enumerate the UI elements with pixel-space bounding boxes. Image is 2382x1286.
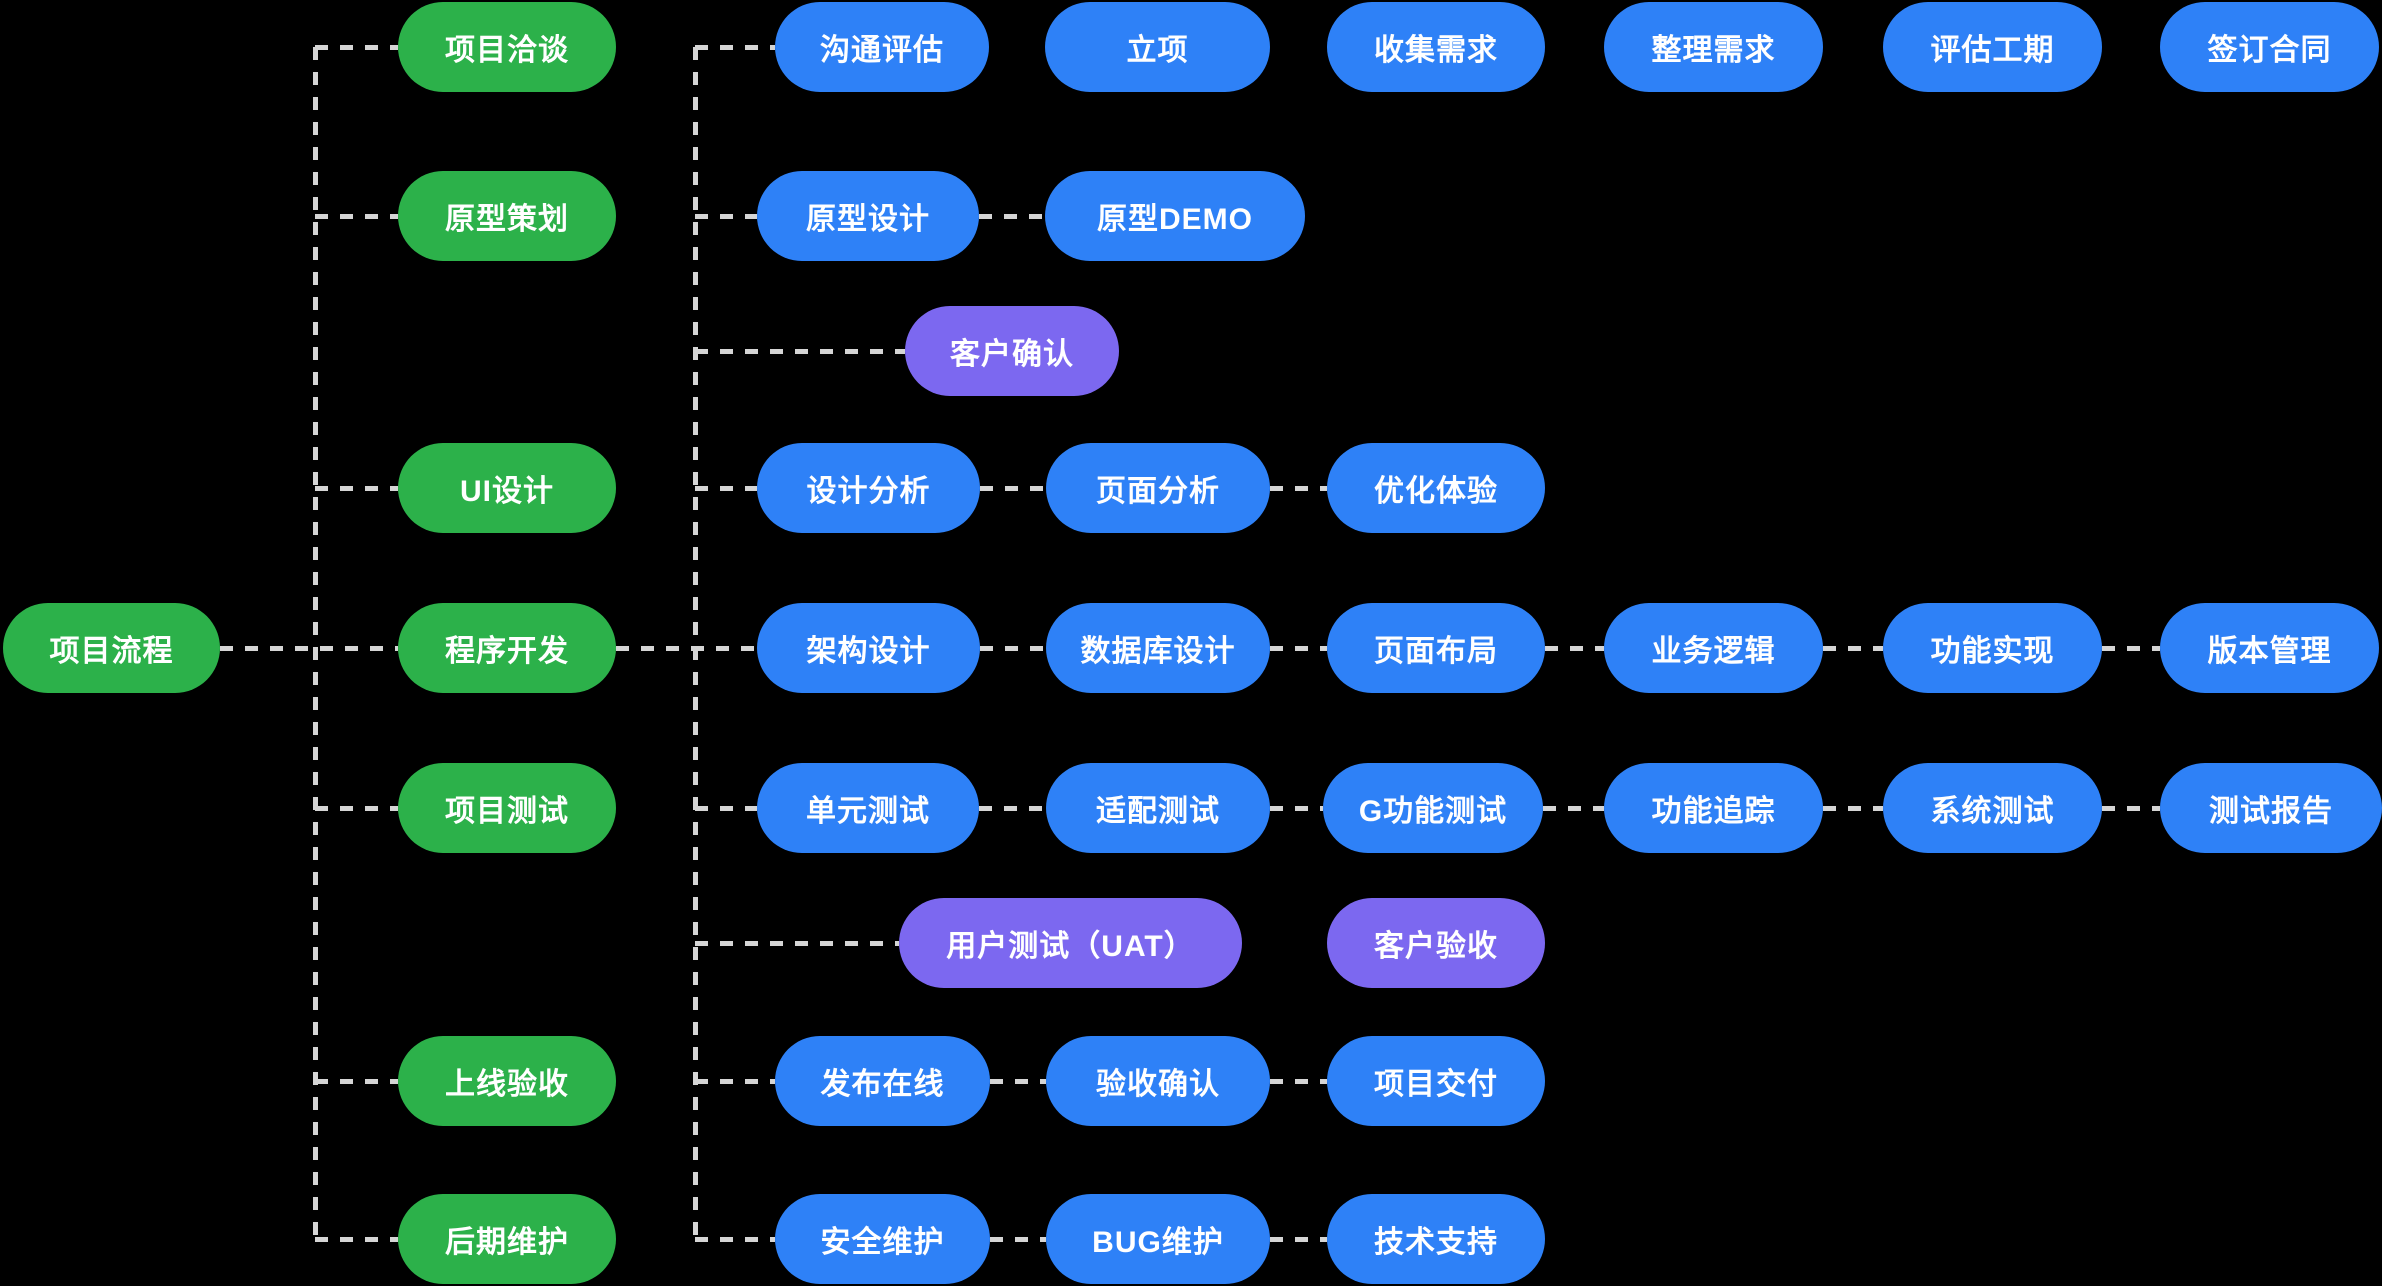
node-design-analysis[interactable]: 设计分析 (757, 443, 980, 533)
connector-line (220, 645, 398, 651)
node-page-layout[interactable]: 页面布局 (1327, 603, 1545, 693)
node-project-flow[interactable]: 项目流程 (3, 603, 220, 693)
connector-trunk-line (312, 47, 318, 1239)
connector-line (1270, 1236, 1327, 1242)
connector-line (1270, 1078, 1327, 1084)
connector-trunk-line (692, 47, 698, 1239)
connector-line (1270, 645, 1327, 651)
node-client-confirmation[interactable]: 客户确认 (905, 306, 1119, 396)
node-database-design[interactable]: 数据库设计 (1046, 603, 1270, 693)
node-bug-maintenance[interactable]: BUG维护 (1046, 1194, 1270, 1284)
connector-line (695, 1078, 775, 1084)
node-feature-tracking[interactable]: 功能追踪 (1604, 763, 1823, 853)
connector-line (695, 485, 757, 491)
connector-line (2102, 805, 2160, 811)
node-technical-support[interactable]: 技术支持 (1327, 1194, 1545, 1284)
connector-line (695, 44, 775, 50)
connector-line (1270, 805, 1323, 811)
connector-line (1823, 645, 1883, 651)
node-estimate-schedule[interactable]: 评估工期 (1883, 2, 2102, 92)
node-client-acceptance[interactable]: 客户验收 (1327, 898, 1545, 988)
connector-line (315, 1078, 398, 1084)
node-acceptance-confirmation[interactable]: 验收确认 (1046, 1036, 1270, 1126)
node-ui-design[interactable]: UI设计 (398, 443, 616, 533)
node-prototype-design[interactable]: 原型设计 (757, 171, 979, 261)
connector-line (1270, 485, 1327, 491)
connector-line (315, 213, 398, 219)
connector-line (315, 805, 398, 811)
connector-line (980, 485, 1046, 491)
node-user-testing-uat[interactable]: 用户测试（UAT） (899, 898, 1242, 988)
node-launch-acceptance[interactable]: 上线验收 (398, 1036, 616, 1126)
node-project-negotiation[interactable]: 项目洽谈 (398, 2, 616, 92)
connector-line (315, 485, 398, 491)
node-system-testing[interactable]: 系统测试 (1883, 763, 2102, 853)
node-prototype-demo[interactable]: 原型DEMO (1045, 171, 1305, 261)
node-architecture-design[interactable]: 架构设计 (757, 603, 980, 693)
connector-line (315, 44, 398, 50)
connector-line (315, 1236, 398, 1242)
node-version-control[interactable]: 版本管理 (2160, 603, 2379, 693)
connector-line (990, 1078, 1046, 1084)
node-collect-requirements[interactable]: 收集需求 (1327, 2, 1545, 92)
node-page-analysis[interactable]: 页面分析 (1046, 443, 1270, 533)
node-function-testing[interactable]: G功能测试 (1323, 763, 1543, 853)
node-organize-requirements[interactable]: 整理需求 (1604, 2, 1823, 92)
connector-line (979, 805, 1046, 811)
node-sign-contract[interactable]: 签订合同 (2160, 2, 2379, 92)
connector-line (980, 645, 1046, 651)
node-project-initiation[interactable]: 立项 (1045, 2, 1270, 92)
node-prototype-planning[interactable]: 原型策划 (398, 171, 616, 261)
connector-line (695, 213, 757, 219)
connector-line (1545, 645, 1604, 651)
connector-line (695, 940, 899, 946)
connector-line (695, 348, 905, 354)
node-test-report[interactable]: 测试报告 (2160, 763, 2382, 853)
node-business-logic[interactable]: 业务逻辑 (1604, 603, 1823, 693)
connector-line (2102, 645, 2160, 651)
node-unit-testing[interactable]: 单元测试 (757, 763, 979, 853)
connector-line (695, 805, 757, 811)
node-project-testing[interactable]: 项目测试 (398, 763, 616, 853)
connector-line (616, 645, 757, 651)
connector-line (990, 1236, 1046, 1242)
node-development[interactable]: 程序开发 (398, 603, 616, 693)
node-project-delivery[interactable]: 项目交付 (1327, 1036, 1545, 1126)
node-maintenance[interactable]: 后期维护 (398, 1194, 616, 1284)
connector-line (1823, 805, 1883, 811)
connector-line (695, 1236, 775, 1242)
node-experience-optimization[interactable]: 优化体验 (1327, 443, 1545, 533)
node-communication-evaluation[interactable]: 沟通评估 (775, 2, 989, 92)
node-security-maintenance[interactable]: 安全维护 (775, 1194, 990, 1284)
connector-line (1543, 805, 1604, 811)
node-release-online[interactable]: 发布在线 (775, 1036, 990, 1126)
node-feature-implementation[interactable]: 功能实现 (1883, 603, 2102, 693)
connector-line (979, 213, 1045, 219)
node-compatibility-testing[interactable]: 适配测试 (1046, 763, 1270, 853)
